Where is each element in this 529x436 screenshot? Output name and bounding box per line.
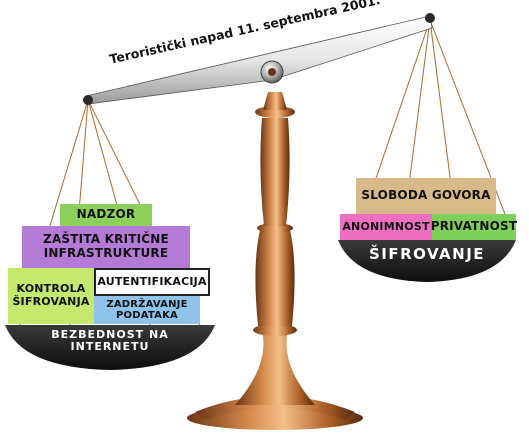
block-kontrola-sifrovanja: KONTROLA ŠIFROVANJA bbox=[8, 268, 94, 324]
block-zadrzavanje-podataka: ZADRŽAVANJE PODATAKA bbox=[94, 296, 200, 324]
balance-beam bbox=[83, 13, 435, 105]
block-anonimnost: ANONIMNOST bbox=[340, 214, 432, 240]
block-privatnost: PRIVATNOST bbox=[431, 214, 517, 240]
block-zastita-kriticne-infrastrukture: ZAŠTITA KRITIČNE INFRASTRUKTURE bbox=[22, 226, 190, 268]
block-sloboda-govora: SLOBODA GOVORA bbox=[356, 178, 496, 214]
right-pan-label: ŠIFROVANJE bbox=[368, 245, 486, 263]
block-nadzor: NADZOR bbox=[60, 204, 152, 226]
block-autentifikacija: AUTENTIFIKACIJA bbox=[94, 268, 210, 296]
right-pan bbox=[338, 240, 516, 282]
left-pan-label: BEZBEDNOST NA INTERNETU bbox=[51, 328, 169, 354]
pedestal bbox=[187, 92, 363, 430]
left-pan bbox=[5, 325, 215, 370]
